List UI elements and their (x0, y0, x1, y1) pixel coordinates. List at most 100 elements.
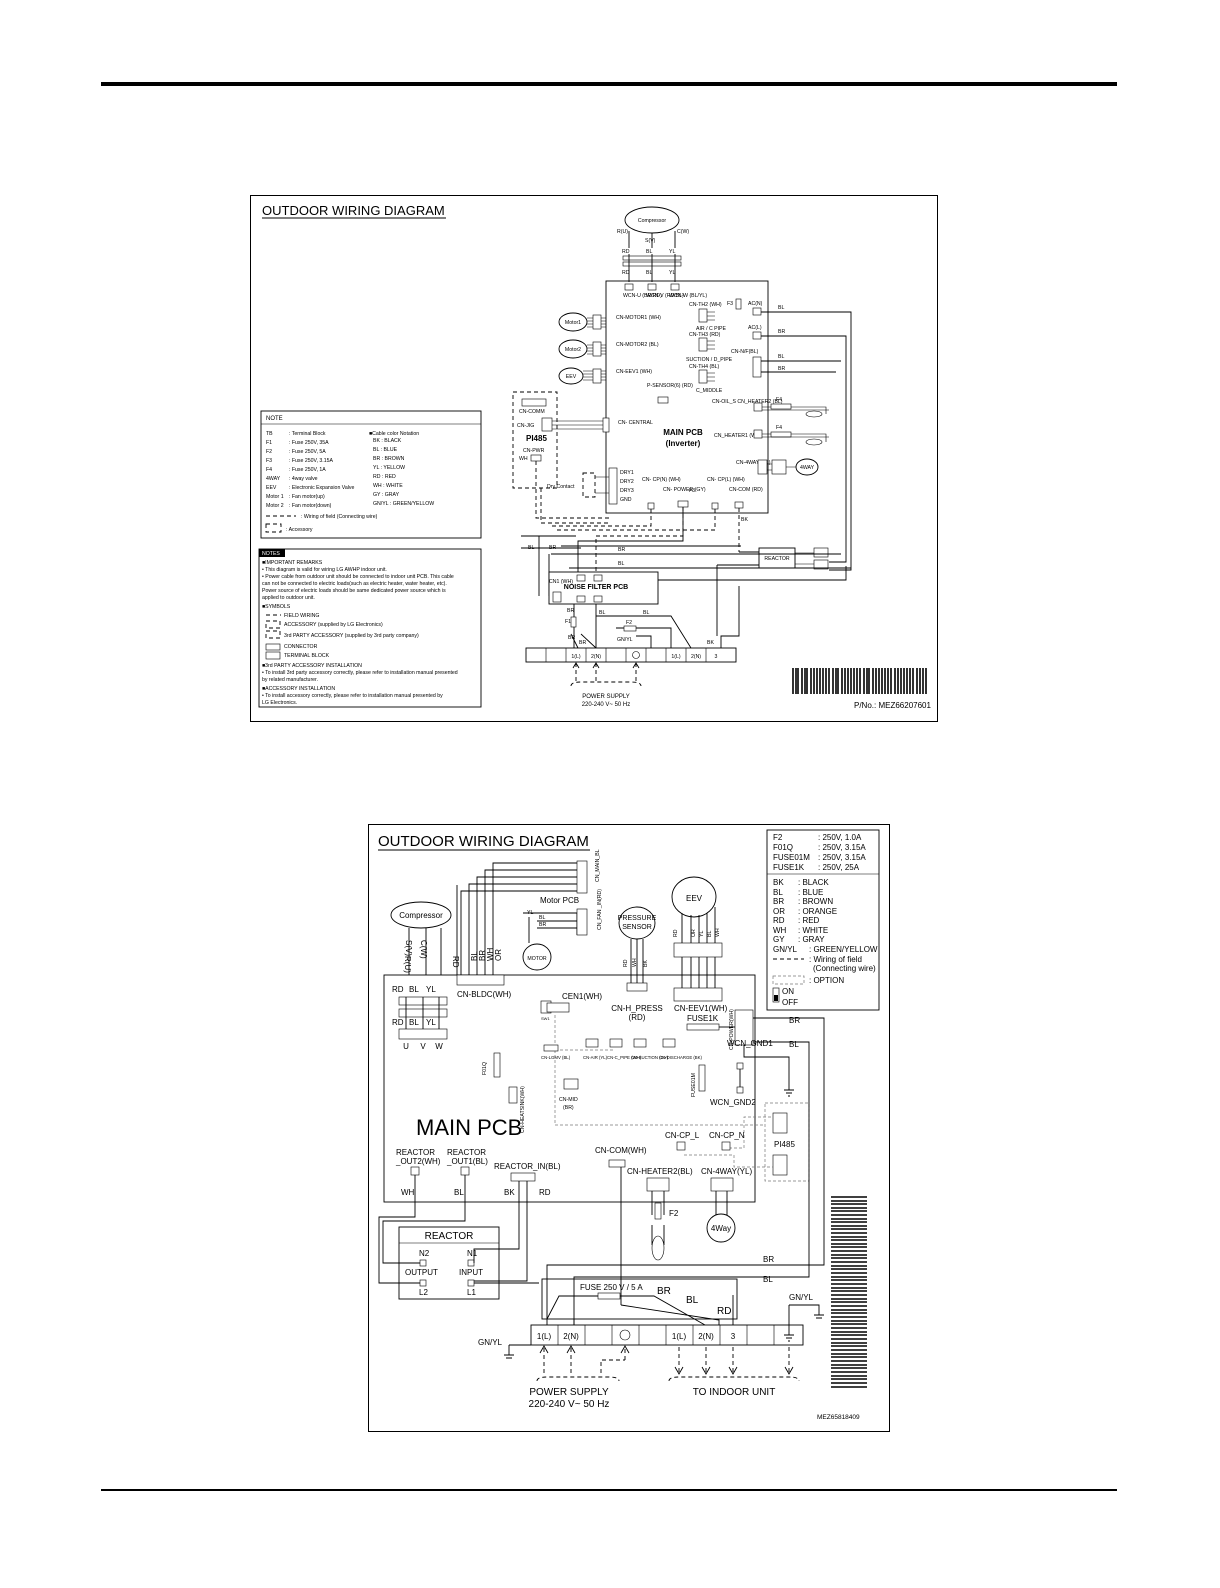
d2-rw-rd: RD (539, 1188, 551, 1197)
d2-v: V (420, 1042, 426, 1051)
d2-power-supply: POWER SUPPLY (529, 1387, 609, 1398)
svg-text:can not be connected to electr: can not be connected to electric loads(s… (262, 581, 447, 587)
d1-main-pcb (605, 280, 769, 514)
d1-term-cw: C(W) (677, 229, 689, 235)
d1-rw-br2: BR (778, 366, 785, 372)
d2-cn-eev1: CN-EEV1(WH) (674, 1004, 728, 1013)
d2-bus-br: BR (763, 1255, 774, 1264)
d1-tb-2n-b: 2(N) (691, 654, 701, 660)
d1-dry2: DRY2 (620, 479, 634, 485)
svg-text:EEV: EEV (266, 485, 277, 491)
d1-cn-th4: CN-TH4 (BL) (689, 364, 720, 370)
d2-cn-main-bl: CN_MAIN_BL (595, 849, 601, 882)
d2-term-cw: C(W) (419, 940, 428, 959)
d1-c-middle: C_MIDDLE (696, 388, 723, 394)
d2-legend-off: OFF (782, 998, 798, 1007)
d1-cn-comm: CN-COMM (519, 409, 545, 415)
svg-text:: 250V, 3.15A: : 250V, 3.15A (818, 853, 866, 862)
d1-cn-pwr: CN-PWR (523, 448, 545, 454)
svg-text:TB: TB (266, 431, 273, 437)
svg-text:• Power cable from outdoor uni: • Power cable from outdoor unit should b… (262, 574, 454, 580)
svg-text:RD : RED: RD : RED (373, 474, 396, 480)
svg-text:Motor 1: Motor 1 (266, 494, 284, 500)
d2-pi485: PI485 (774, 1140, 795, 1149)
d2-bus-bl: BL (763, 1275, 773, 1284)
d1-cn-cpl: CN- CP(L) (WH) (707, 477, 745, 483)
d1-bus-bl2: BL (618, 561, 624, 567)
svg-text:BL: BL (773, 888, 783, 897)
svg-text:■Cable color Notation: ■Cable color Notation (369, 431, 419, 437)
d1-air-pipe: AIR / C PIPE (696, 326, 727, 332)
d2-tb-ground (619, 1329, 631, 1341)
d1-f1: F1 (565, 619, 571, 625)
svg-text:F01Q: F01Q (773, 843, 793, 852)
d2-eev-label: EEV (686, 894, 703, 903)
svg-text:: 250V, 1.0A: : 250V, 1.0A (818, 833, 862, 842)
d2-motor-br: BR (539, 922, 546, 928)
d2-cn-mid-br: (BR) (563, 1105, 574, 1111)
d1-4way-label: 4WAY (800, 465, 815, 471)
svg-text:BK: BK (773, 878, 784, 887)
d1-title: OUTDOOR WIRING DIAGRAM (262, 203, 445, 218)
d1-rw-br: BR (778, 329, 785, 335)
d2-power-spec: 220-240 V~ 50 Hz (529, 1399, 610, 1410)
d1-rw-bl: BL (778, 305, 784, 311)
d1-wire-bl: BL (646, 249, 652, 255)
d2-legend-option: : OPTION (809, 976, 844, 985)
d1-dry1: DRY1 (620, 470, 634, 476)
d1-bus-br2: BR (618, 547, 625, 553)
svg-text:CN-SUCTION (GY): CN-SUCTION (GY) (631, 1055, 669, 1060)
d2-to-indoor: TO INDOOR UNIT (693, 1387, 776, 1398)
svg-text:Motor 2: Motor 2 (266, 503, 284, 509)
svg-text:• To install 3rd party accesso: • To install 3rd party accessory correct… (262, 670, 458, 676)
wiring-diagram-2-canvas: OUTDOOR WIRING DIAGRAM F2: 250V, 1.0A F0… (378, 829, 880, 1421)
svg-text:F3: F3 (266, 458, 272, 464)
d2-motor-label: MOTOR (527, 956, 546, 962)
d2-cn-power: CN-POWER(WH) (729, 1009, 735, 1050)
d1-notes-lines: ■IMPORTANT REMARKS • This diagram is val… (262, 560, 458, 706)
d2-rw-bk: BK (504, 1188, 515, 1197)
d2-color-legend: BK: BLACK BL: BLUE BR: BROWN OR: ORANGE … (773, 878, 878, 954)
footer-rule (101, 1489, 1117, 1491)
d2-tb-2n-b: 2(N) (698, 1332, 714, 1341)
svg-text:: Fuse 250V, 35A: : Fuse 250V, 35A (289, 440, 329, 446)
d1-low-br3: BR (579, 640, 586, 646)
d2-rw-bl: BL (454, 1188, 464, 1197)
d1-suction-pipe: SUCTION / D_PIPE (686, 357, 733, 363)
d1-wire-yl2: YL (669, 270, 675, 276)
d2-legend-field2: (Connecting wire) (813, 964, 876, 973)
d2-compressor-label: Compressor (399, 911, 443, 920)
d2-bldc-wh: WH (486, 947, 495, 961)
d2-uvw-yl2: YL (426, 1018, 436, 1027)
d2-u: U (403, 1042, 409, 1051)
d2-bldc-br: BR (478, 950, 487, 961)
d2-wcn-gnd1: WCN_GND1 (727, 1039, 773, 1048)
svg-text:■IMPORTANT REMARKS: ■IMPORTANT REMARKS (262, 560, 323, 566)
d1-cn-nf: CN-N/F(BL) (731, 349, 759, 355)
d2-press-bk: BK (643, 960, 649, 967)
d1-tb-1l-b: 1(L) (671, 654, 680, 660)
d2-term-sv: S(V) (404, 940, 413, 956)
wiring-diagram-1-canvas: OUTDOOR WIRING DIAGRAM Compressor R(U) S… (258, 203, 931, 710)
d1-wire-bl2: BL (646, 270, 652, 276)
d1-cn-jig: CN-JIG (517, 423, 534, 429)
d2-cn-bldc: CN-BLDC(WH) (457, 990, 512, 999)
d1-eev-label: EEV (566, 374, 577, 380)
d1-bus-br: BR (549, 545, 556, 551)
d2-cn-cp-l: CN-CP_L (665, 1131, 700, 1140)
d2-gnyl-right: GN/YL (789, 1293, 814, 1302)
d1-heater1: CN_HEATER1 (WH) (714, 433, 762, 439)
d2-low-br: BR (657, 1286, 671, 1297)
d1-bk: BK (741, 517, 748, 523)
d2-f01q: F01Q (482, 1062, 488, 1075)
svg-text:: WHITE: : WHITE (798, 926, 828, 935)
d1-note-rows: TB: Terminal Block F1: Fuse 250V, 35A F2… (266, 431, 354, 509)
d2-uvw-bl: BL (409, 985, 419, 994)
svg-text:: Fuse 250V, 5A: : Fuse 250V, 5A (289, 449, 326, 455)
d1-pi485-name: PI485 (526, 434, 547, 443)
d2-eev-or: OR (691, 929, 697, 937)
d2-pressure-label1: PRESSURE (618, 915, 657, 922)
d1-f4-b: F4 (776, 425, 782, 431)
d2-fan-motor (522, 943, 552, 971)
wiring-diagram-1: OUTDOOR WIRING DIAGRAM Compressor R(U) S… (250, 195, 938, 722)
